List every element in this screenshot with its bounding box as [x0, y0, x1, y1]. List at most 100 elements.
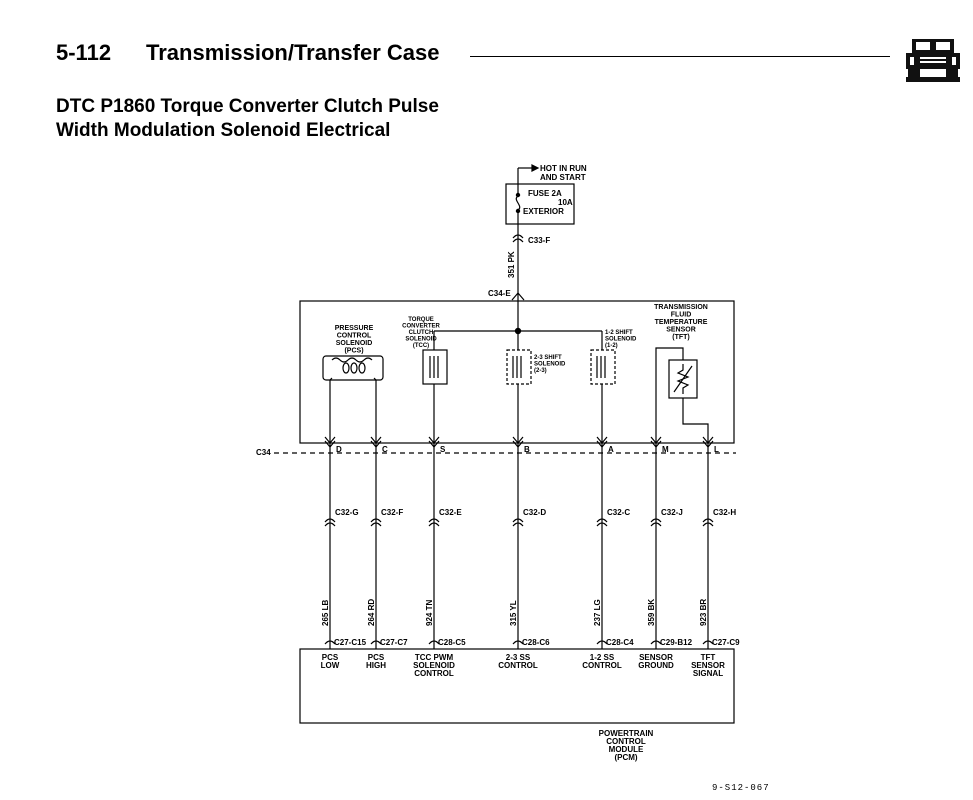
hummer-vehicle-icon — [902, 33, 964, 83]
pcm-function-D-line1: PCS — [322, 653, 339, 662]
pcm-connector-label-B: C28-C6 — [522, 638, 550, 647]
pcs-coil-loop-2 — [350, 362, 358, 374]
pcm-function-M-line2: GROUND — [638, 661, 674, 670]
pcm-function-S-line1: TCC PWM — [415, 653, 454, 662]
c32-mark2-B — [512, 522, 524, 527]
pcm-function-C-line1: PCS — [368, 653, 385, 662]
c32-connector-label-A: C32-C — [607, 508, 630, 517]
figure-reference: 9-S12-067 — [712, 783, 770, 793]
tft-label-line2: FLUID — [671, 312, 692, 319]
pcm-connector-label-S: C28-C5 — [438, 638, 466, 647]
ss12-coil-icon — [596, 356, 606, 378]
c32-connector-label-D: C32-G — [335, 508, 359, 517]
ss23-label-line2: SOLENOID — [534, 362, 566, 368]
wire-label-B: 315 YL — [509, 600, 518, 626]
c32-mark2-L — [702, 522, 714, 527]
section-number: 5-112 — [56, 40, 112, 65]
c32-mark2-S — [428, 522, 440, 527]
fuse-label-3: EXTERIOR — [523, 207, 564, 216]
c32-mark-B — [512, 518, 524, 523]
ss23-label-line3: (2-3) — [534, 368, 547, 374]
ss23-coil-icon — [512, 356, 522, 378]
ss12-label-line1: 1-2 SHIFT — [605, 330, 633, 336]
pcm-connector-label-C: C27-C7 — [380, 638, 408, 647]
pcm-box — [299, 648, 735, 724]
fuse-label-2: 10A — [558, 198, 573, 207]
pcs-label-line3: SOLENOID — [336, 340, 373, 347]
tft-label-line1: TRANSMISSION — [654, 304, 708, 311]
tcc-coil-icon — [429, 356, 439, 378]
c33-connector-symbol-b — [512, 238, 524, 243]
tft-label-line5: (TFT) — [672, 334, 690, 341]
pcm-connector-label-A: C28-C4 — [606, 638, 634, 647]
pcm-connector-label-L: C27-C9 — [712, 638, 740, 647]
c33-connector-label: C33-F — [528, 236, 550, 245]
thermistor-slash — [673, 365, 693, 393]
pcs-solenoid-body — [322, 355, 384, 381]
tcc-solenoid-body — [422, 349, 448, 385]
c32-mark2-M — [650, 522, 662, 527]
pcs-label-line2: CONTROL — [337, 333, 372, 340]
c33-connector-symbol — [512, 234, 524, 239]
pcs-coil-loop-3 — [358, 362, 366, 374]
ss12-label-line3: (1-2) — [605, 343, 618, 349]
wire-label-A: 237 LG — [593, 599, 602, 626]
pcm-entry-mark-A — [596, 640, 608, 645]
c32-mark2-D — [324, 522, 336, 527]
c32-mark2-A — [596, 522, 608, 527]
supply-label-1: HOT IN RUN — [540, 164, 587, 173]
wire-label-C: 264 RD — [367, 599, 376, 626]
c32-mark-S — [428, 518, 440, 523]
pcs-high-lead — [373, 377, 377, 435]
c32-connector-label-M: C32-J — [661, 508, 683, 517]
pcm-label-line2: CONTROL — [606, 737, 646, 746]
c32-mark2-C — [370, 522, 382, 527]
ss23-label-line1: 2-3 SHIFT — [534, 355, 562, 361]
c34-pin-label-C: C — [382, 445, 388, 454]
pcm-function-C-line2: HIGH — [366, 661, 386, 670]
tft-signal-lead — [682, 398, 709, 435]
tcc-label-line4: SOLENOID — [405, 337, 437, 343]
pcm-function-A-line1: 1-2 SS — [590, 653, 615, 662]
wire-label-D: 265 LB — [321, 600, 330, 626]
supply-label-2: AND START — [540, 173, 586, 182]
c32-mark-M — [650, 518, 662, 523]
pcs-low-lead — [329, 377, 333, 435]
pcm-entry-mark-B — [512, 640, 524, 645]
diagram-title-line2: Width Modulation Solenoid Electrical — [56, 120, 391, 141]
pcm-entry-mark-C — [370, 640, 382, 645]
tcc-label-line3: CLUTCH — [409, 330, 434, 336]
c32-mark-D — [324, 518, 336, 523]
section-title: Transmission/Transfer Case — [146, 40, 440, 65]
pcm-function-S-line2: SOLENOID — [413, 661, 455, 670]
c34-pin-label-D: D — [336, 445, 342, 454]
fuse-element — [515, 195, 521, 211]
pcm-function-L-line2: SENSOR — [691, 661, 725, 670]
c32-mark-C — [370, 518, 382, 523]
c34-pin-label-S: S — [440, 445, 446, 454]
wire-label-M: 359 BK — [647, 599, 656, 626]
pcm-label-line3: MODULE — [609, 745, 644, 754]
wire-label-S: 924 TN — [425, 600, 434, 626]
ss12-label-line2: SOLENOID — [605, 337, 637, 343]
pcm-function-B-line1: 2-3 SS — [506, 653, 531, 662]
c34e-connector-symbol — [511, 292, 525, 301]
c34-label: C34 — [256, 448, 271, 457]
tcc-label-line2: CONVERTER — [402, 324, 440, 330]
pcs-label-line4: (PCS) — [344, 348, 363, 355]
pcs-coil-icon — [331, 357, 373, 363]
c34-pin-label-A: A — [608, 445, 614, 454]
pcm-function-M-line1: SENSOR — [639, 653, 673, 662]
transmission-housing — [299, 300, 735, 444]
c34-pin-label-B: B — [524, 445, 530, 454]
pcm-connector-label-M: C29-B12 — [660, 638, 693, 647]
pcm-function-S-line3: CONTROL — [414, 669, 454, 678]
c34-pin-label-M: M — [662, 445, 669, 454]
fuse-label-1: FUSE 2A — [528, 189, 562, 198]
pcs-label-line1: PRESSURE — [335, 325, 374, 332]
pcm-entry-mark-M — [650, 640, 662, 645]
pcm-entry-mark-S — [428, 640, 440, 645]
c32-mark-L — [702, 518, 714, 523]
pcm-function-A-line2: CONTROL — [582, 661, 622, 670]
